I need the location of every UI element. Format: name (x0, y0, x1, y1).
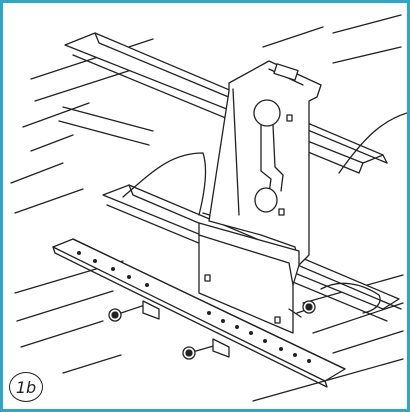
mounting-bracket-illustration (10, 14, 407, 402)
bolt-right (288, 300, 316, 318)
bracket-plate (208, 60, 322, 266)
bolt-middle (182, 338, 230, 360)
bolt-left (108, 300, 160, 322)
bracket-base (198, 222, 300, 334)
roof-purlin-bumps (58, 106, 407, 314)
perforated-mounting-rail (52, 238, 346, 388)
step-label-badge: 1b (9, 372, 43, 402)
rail-holes (77, 251, 311, 363)
roof-corrugation-lines (10, 14, 404, 402)
